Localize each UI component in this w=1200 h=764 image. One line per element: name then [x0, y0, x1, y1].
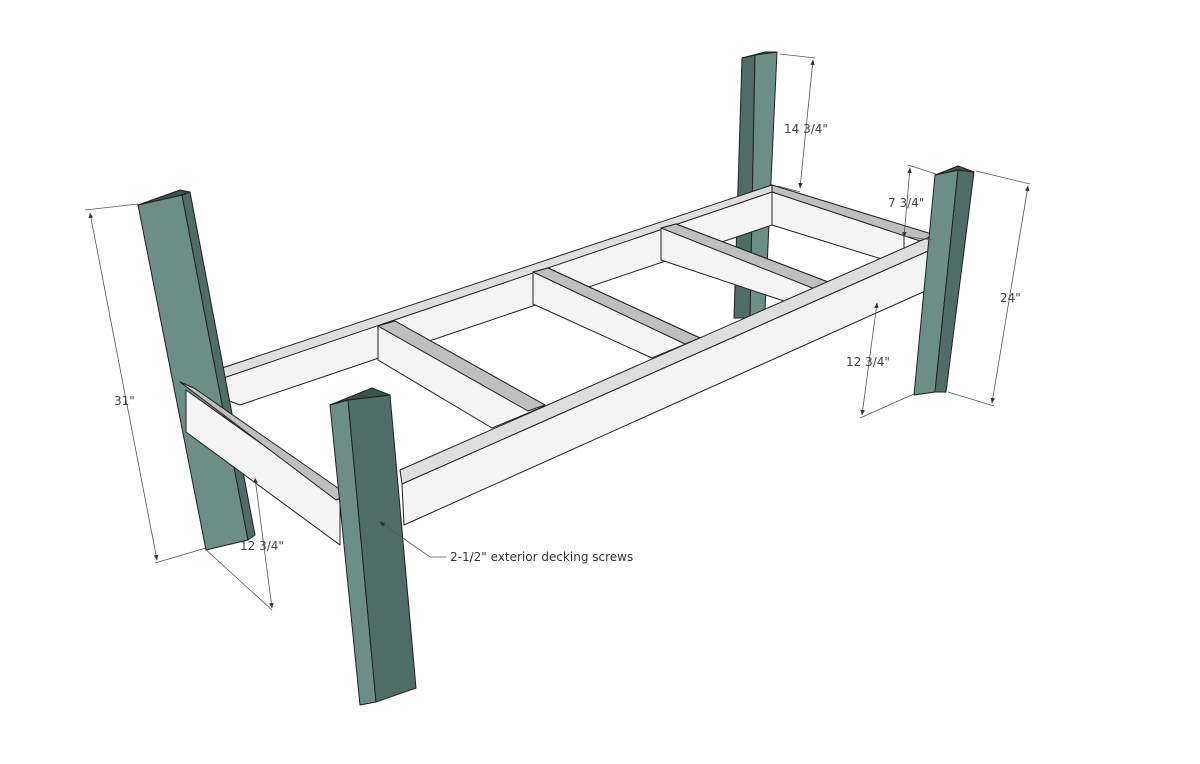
- back-right-leg-top: [741, 51, 778, 59]
- front-left-leg-top: [137, 189, 191, 206]
- front-right-leg-top: [934, 165, 975, 176]
- screws-callout-label: 2-1/2" exterior decking screws: [450, 550, 633, 564]
- front-right-leg: [913, 165, 975, 396]
- dimension-31: 31": [84, 203, 207, 564]
- support-1-top: [377, 320, 546, 412]
- dimension-24: 24": [947, 170, 1031, 407]
- dimension-7-3-4: 7 3/4": [888, 164, 937, 241]
- support-2: [532, 267, 701, 359]
- dimension-12-3-4-front-label: 12 3/4": [240, 539, 284, 553]
- left-end-rail: [179, 381, 349, 546]
- dimension-24-label: 24": [1000, 291, 1021, 305]
- dimension-12-3-4-back-label: 12 3/4": [846, 355, 890, 369]
- dimension-7-3-4-label: 7 3/4": [888, 196, 924, 210]
- dimension-12-3-4-back: 12 3/4": [846, 302, 915, 419]
- dimension-31-label: 31": [114, 394, 135, 408]
- screws-callout: 2-1/2" exterior decking screws: [379, 521, 633, 564]
- dimension-14-3-4-label: 14 3/4": [784, 122, 828, 136]
- dimension-12-3-4-front: 12 3/4": [203, 477, 284, 611]
- dimension-14-3-4: 14 3/4": [777, 53, 828, 193]
- front-center-leg-top: [329, 387, 391, 406]
- support-1: [377, 320, 546, 429]
- front-center-leg: [329, 387, 417, 706]
